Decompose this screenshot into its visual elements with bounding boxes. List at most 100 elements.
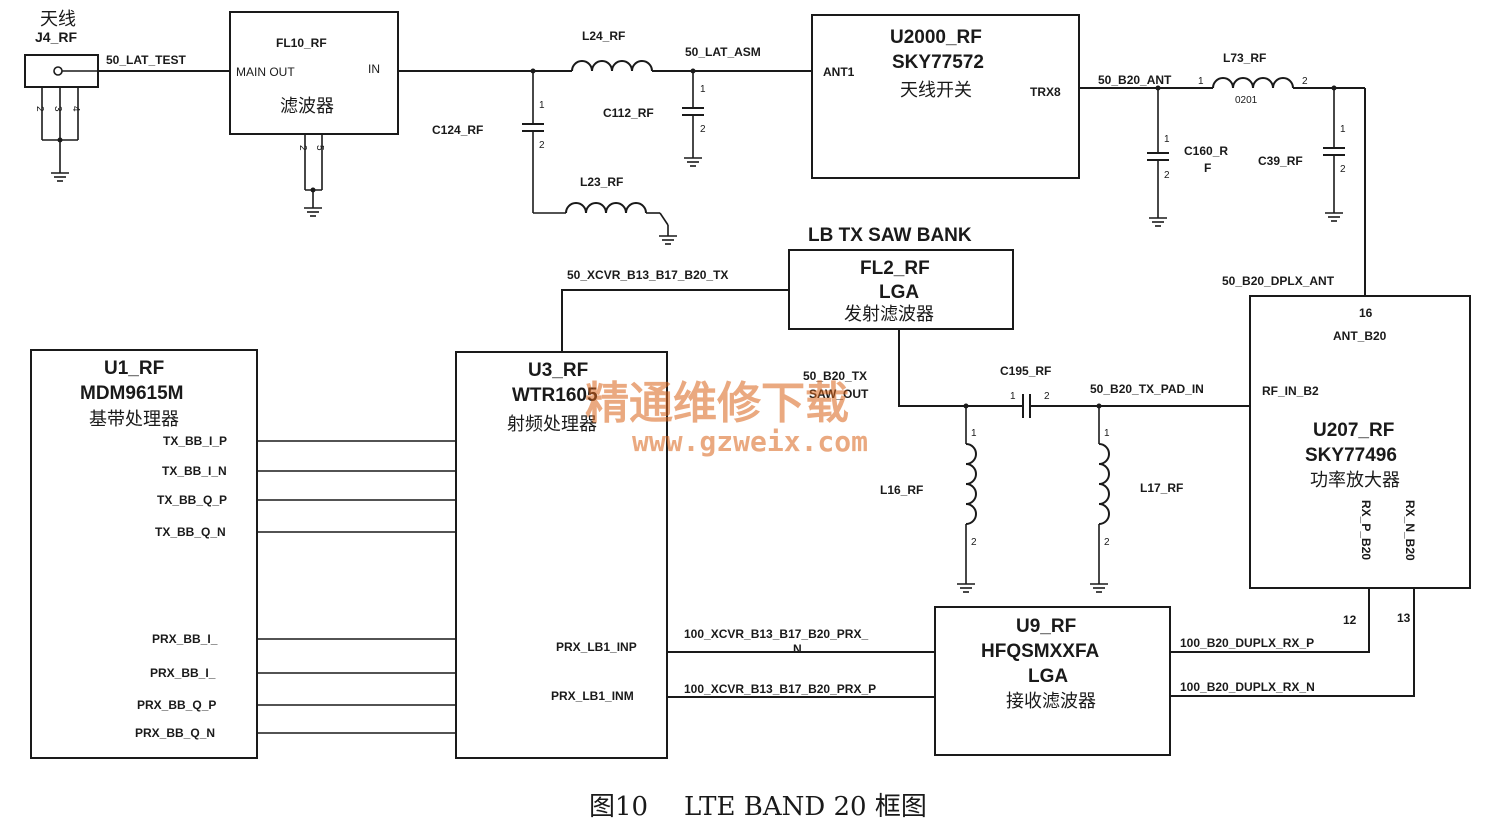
caption-figure: 图10 xyxy=(589,792,648,822)
pin-label: 1 xyxy=(1340,124,1346,135)
u9-desc: 接收滤波器 xyxy=(1006,691,1096,712)
fl10-pin-in: IN xyxy=(368,62,380,76)
capacitor-c39: C39_RF 1 2 xyxy=(1258,88,1346,222)
inductor-l23: L23_RF xyxy=(533,175,678,245)
pin-label: 1 xyxy=(1104,428,1110,439)
baseband-processor-u1: U1_RF MDM9615M 基带处理器 TX_BB_I_P TX_BB_I_N… xyxy=(30,349,258,759)
watermark: 精通维修下载 www.gzweix.com xyxy=(585,378,868,458)
c124-label: C124_RF xyxy=(432,123,483,137)
u207-box xyxy=(1249,295,1471,589)
u9-box xyxy=(934,606,1171,756)
fl10-ref: FL10_RF xyxy=(276,36,327,50)
net-label: 50_LAT_TEST xyxy=(106,53,186,67)
c195-label: C195_RF xyxy=(1000,364,1051,378)
net-wire xyxy=(561,289,789,352)
ground-symbol xyxy=(303,199,323,217)
c39-label: C39_RF xyxy=(1258,154,1303,168)
u207-ref: U207_RF xyxy=(1313,420,1394,441)
u1-pin: TX_BB_Q_N xyxy=(155,525,226,539)
inductor-l17: L17_RF 1 2 xyxy=(1089,406,1183,593)
u1-pin: PRX_BB_Q_N xyxy=(135,726,215,740)
u3-desc: 射频处理器 xyxy=(507,414,597,435)
pin-label: 2 xyxy=(297,145,308,151)
u3-box xyxy=(455,351,668,759)
pin-label: 2 xyxy=(1164,170,1170,181)
u207-pin12: 12 xyxy=(1343,613,1357,627)
u2000-pin-trx8: TRX8 xyxy=(1030,85,1061,99)
u207-pin-rx-n: RX_N_B20 xyxy=(1403,500,1417,561)
c160-label: C160_R xyxy=(1184,144,1228,158)
l17-label: L17_RF xyxy=(1140,481,1183,495)
ground-symbol xyxy=(1148,209,1168,227)
c160-label-suffix: F xyxy=(1204,161,1211,175)
u207-pin-rf-in: RF_IN_B2 xyxy=(1262,384,1319,398)
l24-label: L24_RF xyxy=(582,29,625,43)
u1-pin: TX_BB_I_N xyxy=(162,464,227,478)
u3-pin-inp: PRX_LB1_INP xyxy=(556,640,637,654)
fl10-box xyxy=(229,11,399,135)
pin-label: 3 xyxy=(52,106,63,112)
u9-part: HFQSMXXFA xyxy=(981,641,1100,662)
pin-label: 2 xyxy=(539,140,545,151)
baseband-bus xyxy=(257,440,456,734)
u1-pin: PRX_BB_Q_P xyxy=(137,698,216,712)
ground-symbol xyxy=(956,575,976,593)
net-label: 50_B20_TX xyxy=(803,369,867,383)
filter-fl10: FL10_RF MAIN OUT IN 滤波器 2 5 xyxy=(229,11,399,217)
l73-label: L73_RF xyxy=(1223,51,1266,65)
u2000-part: SKY77572 xyxy=(892,52,984,73)
u207-pin-rx-p: RX_P_B20 xyxy=(1359,500,1373,560)
ground-symbol xyxy=(1089,575,1109,593)
pin-label: 2 xyxy=(1302,76,1308,87)
pin-label: 1 xyxy=(1164,134,1170,145)
capacitor-c124: C124_RF 1 2 xyxy=(432,71,545,213)
u1-ref: U1_RF xyxy=(104,358,164,379)
caption-title: LTE BAND 20 框图 xyxy=(684,792,927,822)
u2000-box xyxy=(811,14,1080,179)
capacitor-c160: C160_R F 1 2 xyxy=(1147,88,1228,227)
rf-transceiver-u3: U3_RF WTR1605 射频处理器 PRX_LB1_INP PRX_LB1_… xyxy=(455,351,668,759)
fl2-heading: LB TX SAW BANK xyxy=(808,225,972,246)
pin-label: 5 xyxy=(314,145,325,151)
u1-part: MDM9615M xyxy=(80,383,183,404)
pin-label: 2 xyxy=(1340,164,1346,175)
capacitor-c112: C112_RF 1 2 xyxy=(603,71,706,167)
u2000-ref: U2000_RF xyxy=(890,27,982,48)
u1-pin: TX_BB_Q_P xyxy=(157,493,227,507)
u207-pin-ant: ANT_B20 xyxy=(1333,329,1387,343)
ground-symbol xyxy=(683,149,703,167)
fl10-pin-main-out: MAIN OUT xyxy=(236,65,295,79)
net-wire xyxy=(898,329,1023,407)
pin-label: 2 xyxy=(971,537,977,548)
antenna-center-pin xyxy=(53,66,63,76)
pin-label: 1 xyxy=(539,100,545,111)
pin-label: 2 xyxy=(700,124,706,135)
c112-label: C112_RF xyxy=(603,106,654,120)
rx-filter-u9: U9_RF HFQSMXXFA LGA 接收滤波器 xyxy=(934,606,1171,756)
u207-pin13: 13 xyxy=(1397,611,1411,625)
net-label: 50_B20_TX_PAD_IN xyxy=(1090,382,1204,396)
antenna-label: 天线 xyxy=(40,9,76,30)
u207-desc: 功率放大器 xyxy=(1310,470,1400,491)
u1-desc: 基带处理器 xyxy=(89,409,179,430)
net-label: 50_LAT_ASM xyxy=(685,45,761,59)
ground-symbol xyxy=(658,227,678,245)
watermark-cn: 精通维修下载 xyxy=(585,378,849,429)
fl2-part: LGA xyxy=(879,282,919,303)
pin-label: 4 xyxy=(70,106,81,112)
net-label: 100_XCVR_B13_B17_B20_PRX_ xyxy=(684,627,868,641)
antenna-ref: J4_RF xyxy=(35,29,77,45)
u3-pin-inm: PRX_LB1_INM xyxy=(551,689,634,703)
u9-ref: U9_RF xyxy=(1016,616,1076,637)
u9-part2: LGA xyxy=(1028,666,1068,687)
net-label: N xyxy=(793,642,802,656)
fl2-desc: 发射滤波器 xyxy=(844,304,934,325)
pin-label: 2 xyxy=(1044,391,1050,402)
net-label: 100_XCVR_B13_B17_B20_PRX_P xyxy=(684,682,876,696)
inductor-l16: L16_RF 1 2 xyxy=(880,406,977,593)
pin-label: 2 xyxy=(1104,537,1110,548)
u207-part: SKY77496 xyxy=(1305,445,1397,466)
ground-symbol xyxy=(1324,204,1344,222)
u3-part: WTR1605 xyxy=(512,385,598,406)
